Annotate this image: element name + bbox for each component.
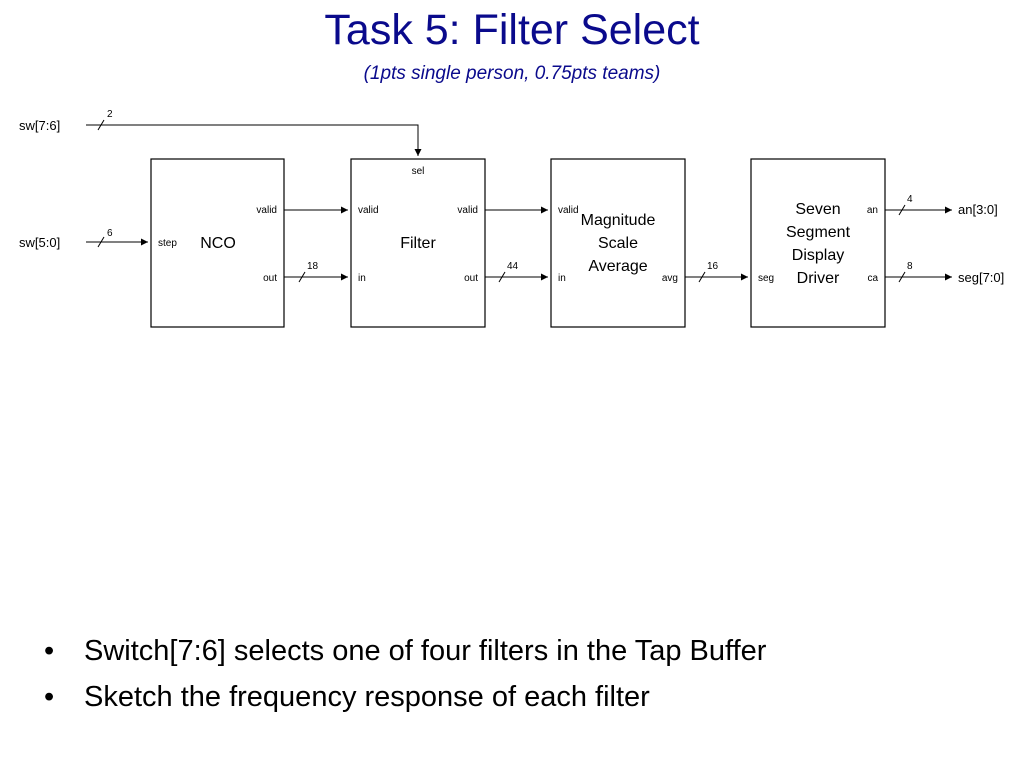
slide-title: Task 5: Filter Select (324, 6, 700, 54)
nco-block (150, 158, 285, 328)
ssd-port-seg: seg (758, 273, 774, 284)
msa-port-in: in (558, 273, 566, 284)
nco-port-step: step (158, 238, 177, 249)
width-seg: 8 (907, 261, 913, 272)
filter-label: Filter (400, 235, 436, 252)
ssd-label-line-3: Display (792, 247, 844, 264)
ssd-label-line-1: Seven (795, 201, 840, 218)
msa-label-line-2: Scale (598, 235, 638, 252)
width-filter-out: 44 (507, 261, 519, 272)
bullet-item: Sketch the frequency response of each fi… (40, 674, 766, 720)
bus-slash-nco-out (298, 271, 306, 283)
filter-port-valid-out: valid (457, 205, 478, 216)
filter-port-in: in (358, 273, 366, 284)
msa-label-line-3: Average (588, 258, 647, 275)
filter-port-valid-in: valid (358, 205, 379, 216)
bus-slash-sw-lo (97, 236, 105, 248)
slide-subtitle: (1pts single person, 0.75pts teams) (363, 63, 661, 84)
width-an: 4 (907, 194, 913, 205)
ssd-label-line-4: Driver (797, 270, 840, 287)
ssd-port-an: an (867, 205, 878, 216)
msa-block (550, 158, 686, 328)
output-seg-label: seg[7:0] (958, 270, 1004, 285)
bullet-list: Switch[7:6] selects one of four filters … (40, 628, 766, 720)
filter-port-sel: sel (412, 166, 425, 177)
bus-slash-avg (698, 271, 706, 283)
msa-port-avg: avg (662, 273, 678, 284)
nco-port-valid: valid (256, 205, 277, 216)
wire-sw-hi-to-sel (86, 124, 422, 156)
ssd-port-ca: ca (867, 273, 878, 284)
width-sw-lo: 6 (107, 228, 113, 239)
bus-slash-sw-hi (97, 119, 105, 131)
bus-slash-an (898, 204, 906, 216)
nco-port-out: out (263, 273, 277, 284)
msa-port-valid: valid (558, 205, 579, 216)
width-nco-out: 18 (307, 261, 319, 272)
filter-port-out: out (464, 273, 478, 284)
ssd-label-line-2: Segment (786, 224, 851, 241)
filter-block (350, 158, 486, 328)
width-sw-hi: 2 (107, 109, 113, 120)
output-an-label: an[3:0] (958, 202, 998, 217)
block-diagram: 2 6 18 44 16 4 8 sw[7:6] sw[5:0] an[3:0]… (19, 109, 1004, 328)
bullet-item: Switch[7:6] selects one of four filters … (40, 628, 766, 674)
ssd-block (750, 158, 886, 328)
input-sw-lo-label: sw[5:0] (19, 235, 60, 250)
msa-label-line-1: Magnitude (581, 212, 656, 229)
nco-label: NCO (200, 235, 236, 252)
bus-slash-filter-out (498, 271, 506, 283)
width-avg: 16 (707, 261, 719, 272)
input-sw-hi-label: sw[7:6] (19, 118, 60, 133)
bus-slash-seg (898, 271, 906, 283)
